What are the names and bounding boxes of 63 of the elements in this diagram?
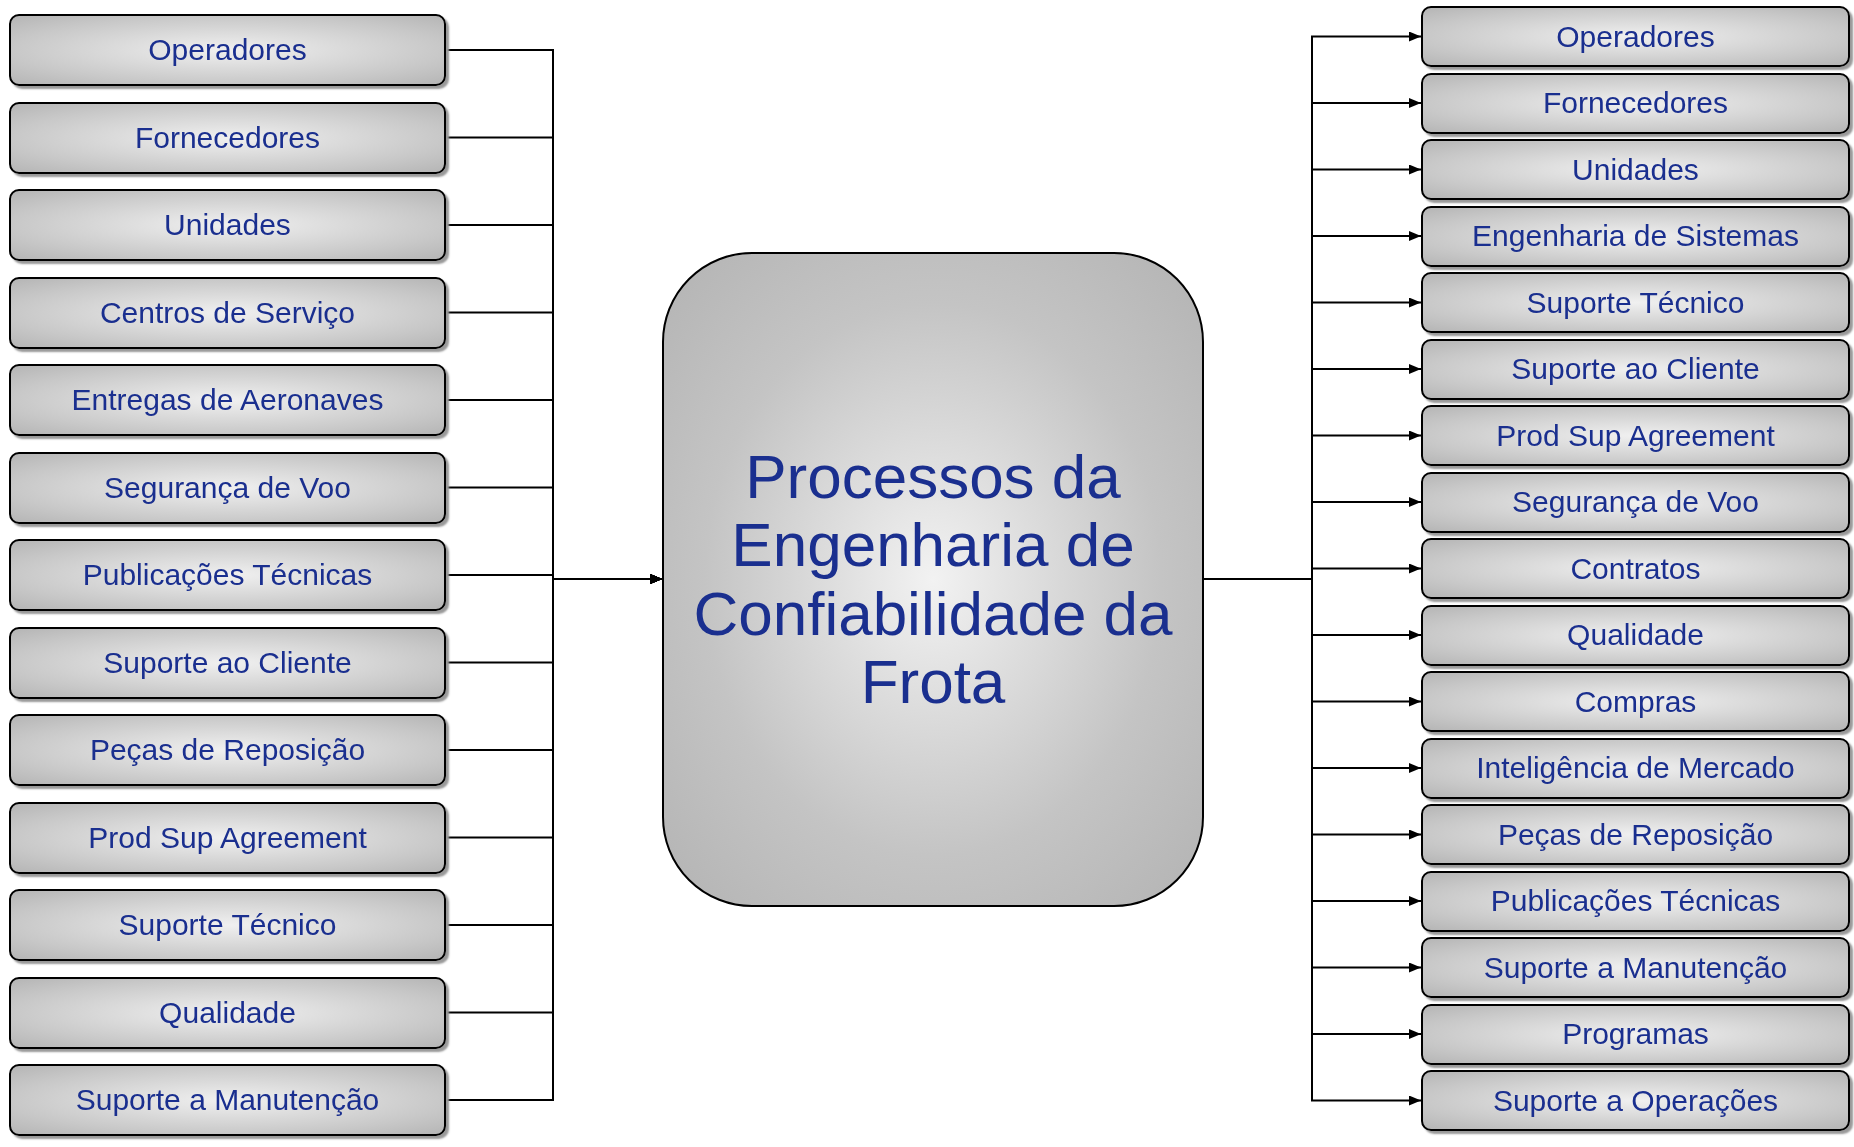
department-label: Publicações Técnicas — [1490, 886, 1781, 916]
department-box — [9, 101, 446, 174]
department-label: Peças de Reposição — [89, 735, 366, 765]
department-label: Unidades — [1572, 154, 1699, 185]
department-box — [1421, 72, 1850, 134]
department-label: Qualidade — [1567, 620, 1704, 650]
department-box — [9, 276, 446, 349]
department-box — [1421, 139, 1850, 200]
department-box — [1421, 737, 1850, 799]
department-box — [9, 189, 446, 261]
department-label: Qualidade — [159, 997, 296, 1028]
department-label: Suporte Técnico — [118, 910, 337, 940]
department-label: Prod Sup Agreement — [1496, 420, 1775, 451]
department-box — [9, 364, 446, 436]
department-box — [9, 976, 446, 1049]
department-box — [1421, 937, 1850, 998]
department-box — [9, 1064, 446, 1136]
department-label: Suporte a Operações — [1492, 1085, 1779, 1116]
department-label: Segurança de Voo — [104, 472, 351, 503]
department-label: Unidades — [164, 210, 291, 240]
department-box — [1421, 272, 1850, 333]
department-box — [9, 451, 446, 524]
department-label: Operadores — [148, 35, 307, 65]
department-box — [1421, 405, 1850, 466]
department-box — [9, 626, 446, 699]
central-process-box — [662, 252, 1204, 907]
department-box — [1421, 205, 1850, 267]
department-label: Fornecedores — [134, 122, 321, 153]
department-box — [1421, 671, 1850, 732]
department-label: Suporte a Manutenção — [1483, 952, 1788, 983]
department-label: Inteligência de Mercado — [1476, 753, 1795, 783]
department-label: Suporte Técnico — [1526, 287, 1745, 318]
department-label: Peças de Reposição — [1497, 819, 1774, 850]
department-label: Publicações Técnicas — [82, 560, 373, 590]
department-label: Entregas de Aeronaves — [71, 385, 384, 415]
department-label: Suporte ao Cliente — [103, 647, 352, 678]
process-title: Processos da Engenharia de Confiabilidade da Frota — [692, 443, 1174, 716]
department-box — [1421, 6, 1850, 67]
department-label: Operadores — [1556, 21, 1715, 52]
department-label: Prod Sup Agreement — [88, 822, 367, 853]
department-box — [9, 889, 446, 961]
connector-arrow — [445, 574, 663, 1101]
department-label: Compras — [1574, 686, 1697, 717]
department-label: Engenharia de Sistemas — [1472, 221, 1799, 251]
department-box — [1421, 1070, 1850, 1131]
department-box — [1421, 538, 1850, 599]
department-box — [9, 801, 446, 874]
department-box — [1421, 471, 1850, 533]
department-box — [1421, 870, 1850, 932]
department-label: Programas — [1562, 1019, 1709, 1049]
department-label: Segurança de Voo — [1512, 487, 1759, 517]
department-label: Suporte ao Cliente — [1511, 354, 1760, 384]
department-box — [1421, 338, 1850, 400]
department-box — [1421, 804, 1850, 865]
department-label: Fornecedores — [1542, 88, 1729, 118]
department-box — [1421, 604, 1850, 666]
department-label: Suporte a Manutenção — [75, 1085, 380, 1115]
department-box — [9, 714, 446, 786]
department-label: Centros de Serviço — [99, 297, 356, 328]
department-box — [9, 539, 446, 611]
department-box — [1421, 1003, 1850, 1065]
department-label: Contratos — [1570, 553, 1701, 584]
department-box — [9, 14, 446, 86]
